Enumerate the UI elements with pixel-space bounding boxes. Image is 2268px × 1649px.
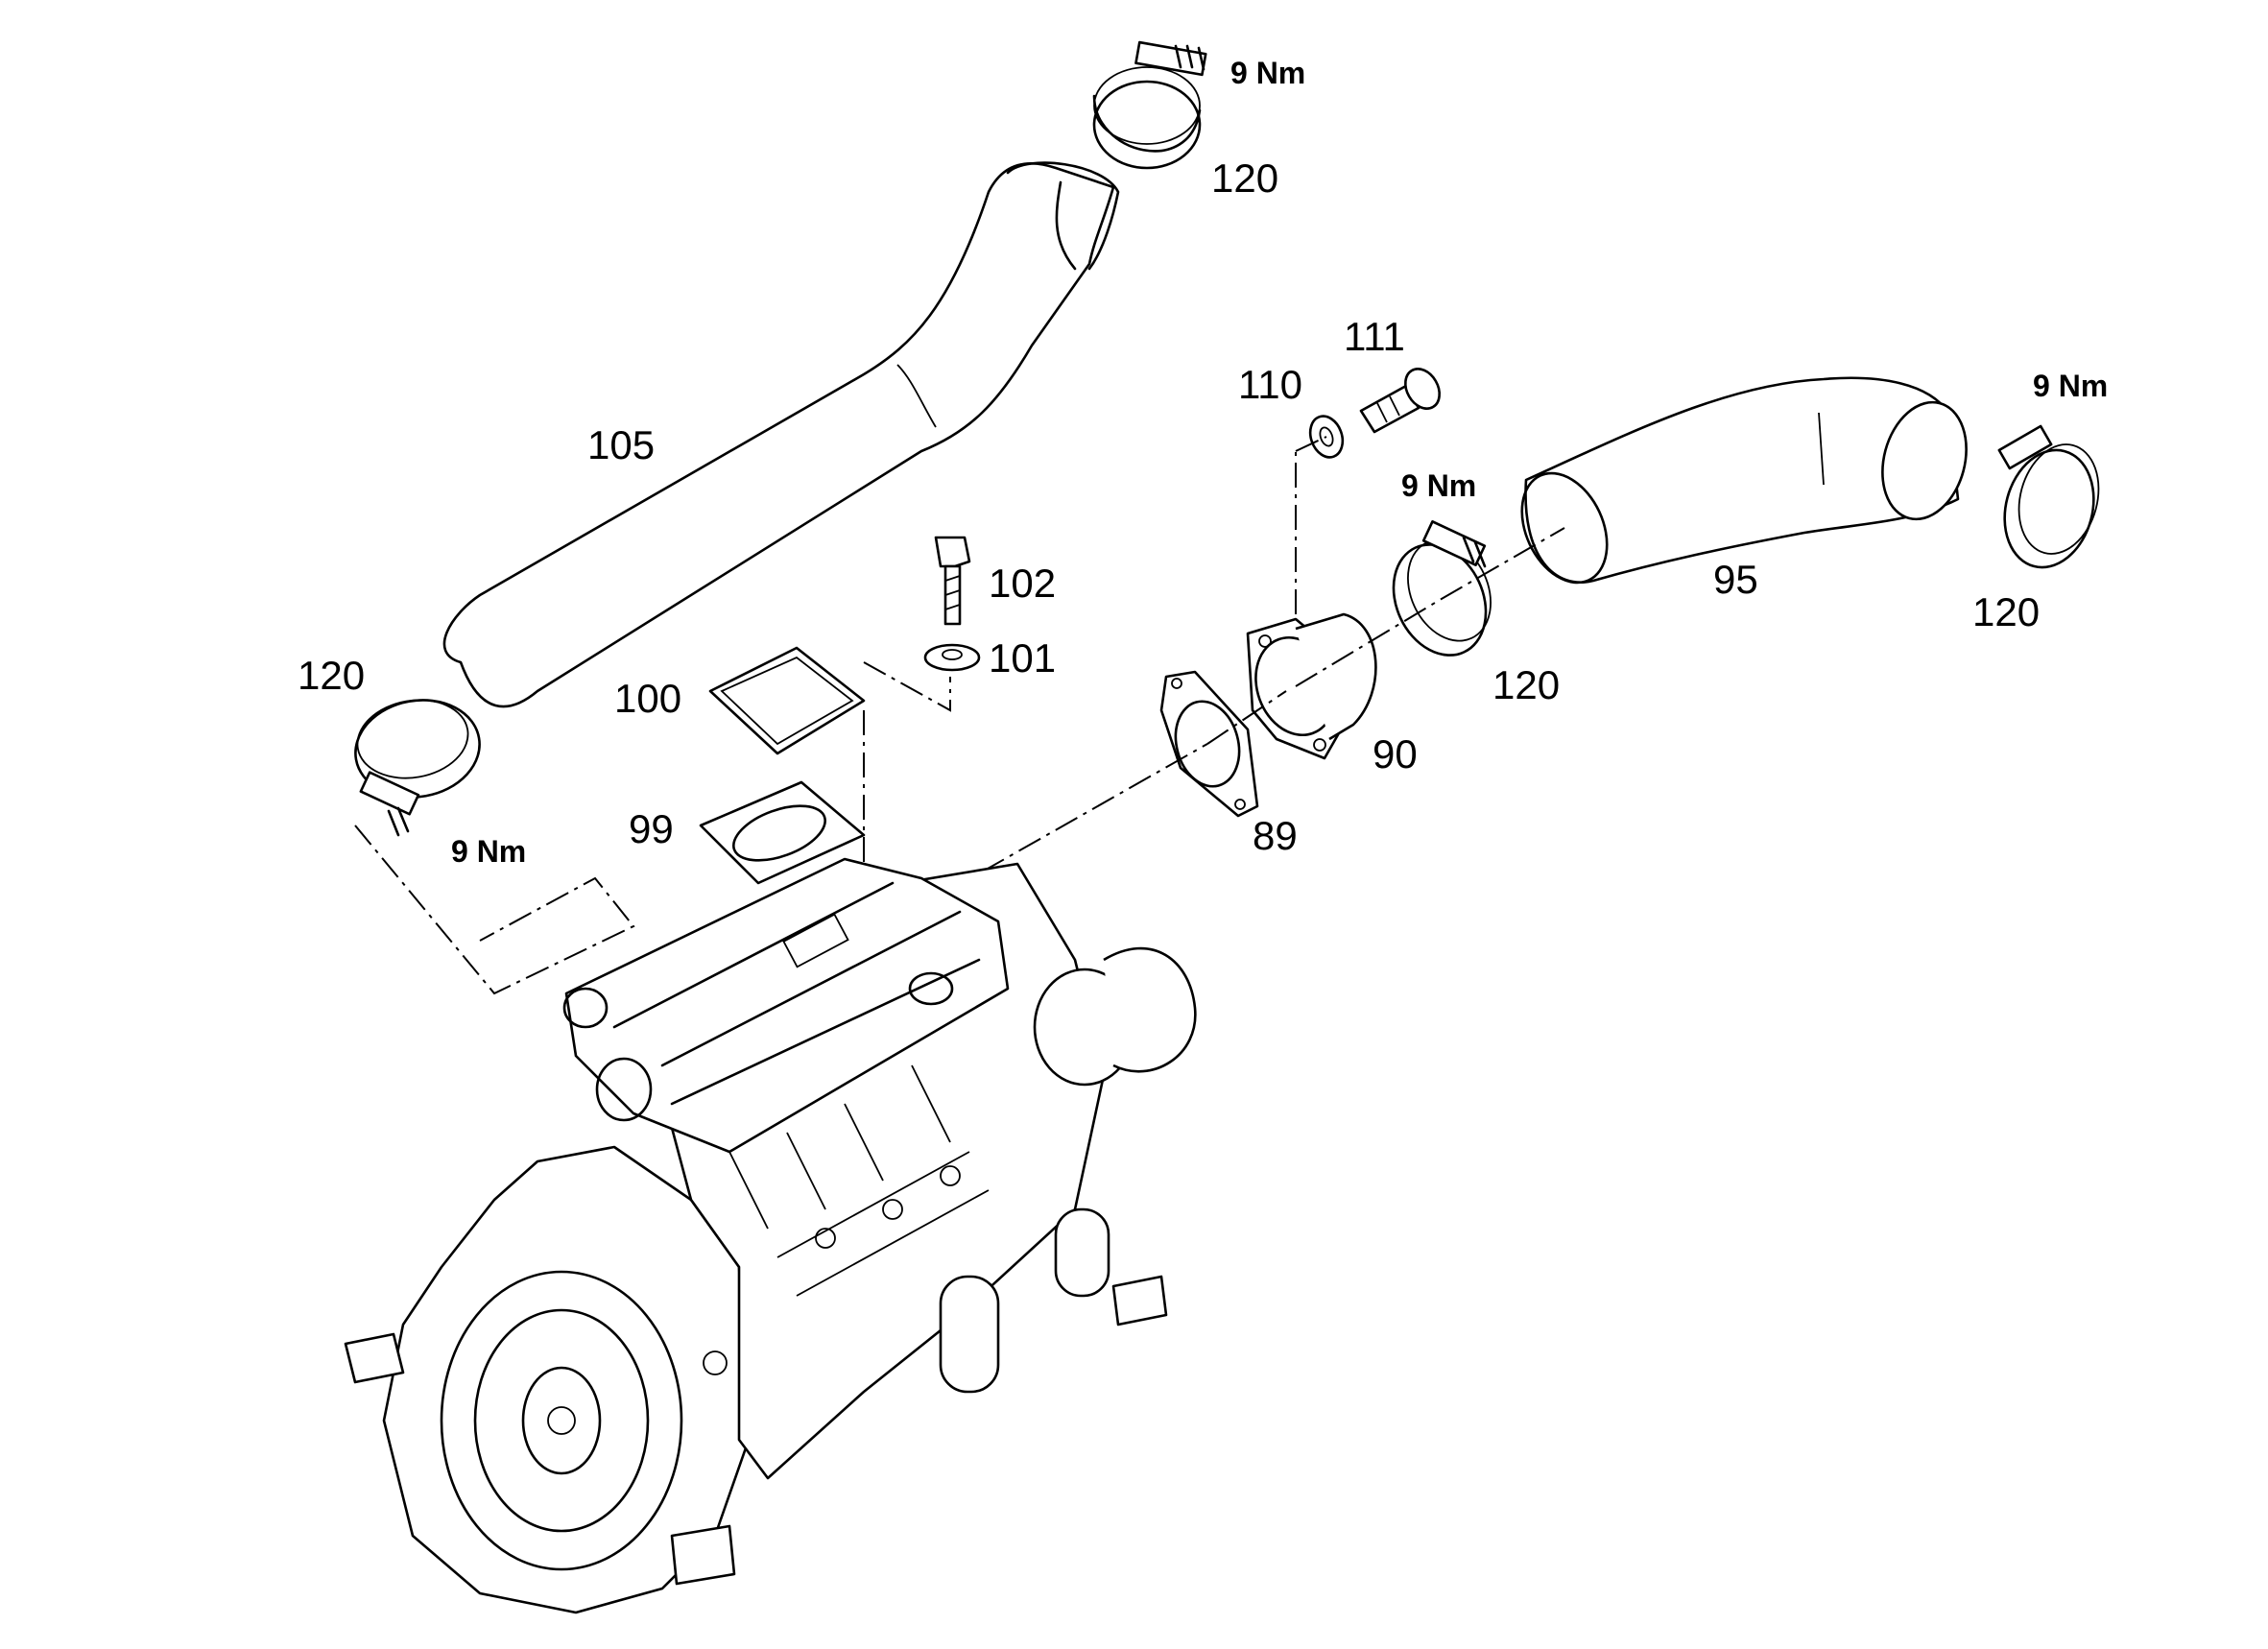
- clamp-120-right: [1997, 424, 2100, 569]
- clamp-120-top: [1092, 40, 1207, 170]
- flange-90: [1246, 612, 1377, 760]
- label-99: 99: [629, 806, 674, 851]
- torque-label-left: 9 Nm: [451, 834, 526, 869]
- gasket-89: [1159, 670, 1259, 818]
- label-90: 90: [1373, 731, 1418, 777]
- label-100: 100: [614, 676, 681, 721]
- label-89: 89: [1253, 813, 1298, 858]
- engine-assembly: [344, 857, 1197, 1614]
- bolt-111: [1359, 368, 1441, 434]
- hose-105: [442, 161, 1120, 708]
- cover-100: [708, 646, 866, 755]
- torque-label-right: 9 Nm: [2033, 369, 2108, 403]
- label-95: 95: [1713, 557, 1758, 602]
- clamp-120-middle: [1392, 520, 1492, 657]
- label-120-top: 120: [1211, 155, 1278, 201]
- label-120-middle: 120: [1492, 662, 1560, 707]
- label-110: 110: [1238, 362, 1302, 407]
- label-111: 111: [1344, 314, 1405, 359]
- clamp-120-left: [354, 699, 481, 837]
- label-105: 105: [587, 422, 655, 467]
- label-102: 102: [989, 561, 1056, 606]
- hose-95: [1520, 376, 1968, 585]
- torque-label-top: 9 Nm: [1230, 56, 1305, 90]
- label-101: 101: [989, 635, 1056, 681]
- gasket-99: [699, 780, 866, 885]
- bolt-102: [934, 536, 971, 626]
- label-120-left: 120: [298, 653, 365, 698]
- torque-label-middle: 9 Nm: [1401, 468, 1476, 503]
- label-120-right: 120: [1972, 589, 2040, 634]
- washer-101: [923, 643, 981, 672]
